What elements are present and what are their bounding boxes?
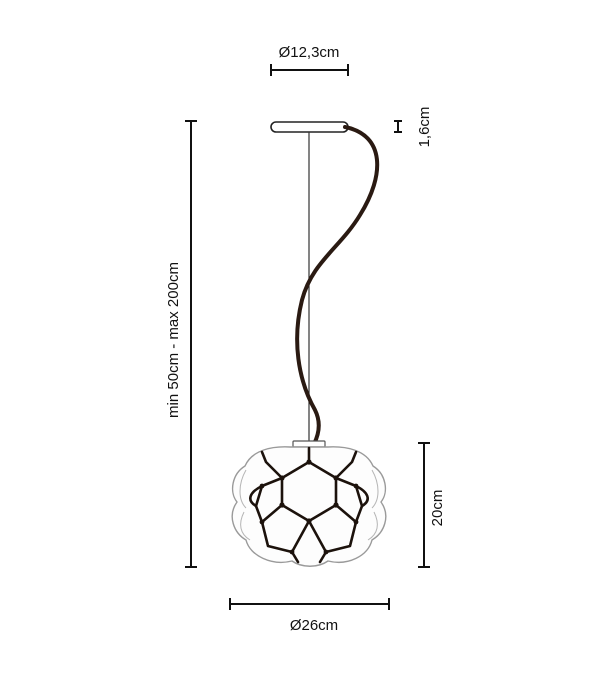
lamp-shade (231, 440, 387, 567)
canopy-height-dimension: 1,6cm (394, 107, 433, 148)
canopy-diameter-dimension: Ø12,3cm (270, 44, 349, 76)
suspension-length-label: min 50cm - max 200cm (165, 262, 182, 418)
shade-height-dimension: 20cm (418, 442, 446, 568)
power-cable (295, 125, 380, 446)
shade-glass-outline (231, 446, 387, 567)
ceiling-canopy (270, 121, 349, 133)
shade-diameter-label: Ø26cm (290, 617, 338, 634)
shade-glass-cells (239, 469, 379, 541)
suspension-length-dimension: min 50cm - max 200cm (165, 120, 197, 568)
shade-height-label: 20cm (429, 490, 446, 527)
canopy-height-label: 1,6cm (416, 107, 433, 148)
shade-cage-nodes (259, 459, 359, 555)
canopy-diameter-label: Ø12,3cm (279, 44, 340, 61)
shade-cap (292, 440, 326, 448)
shade-diameter-dimension: Ø26cm (229, 598, 390, 634)
canopy-plate (270, 121, 349, 133)
